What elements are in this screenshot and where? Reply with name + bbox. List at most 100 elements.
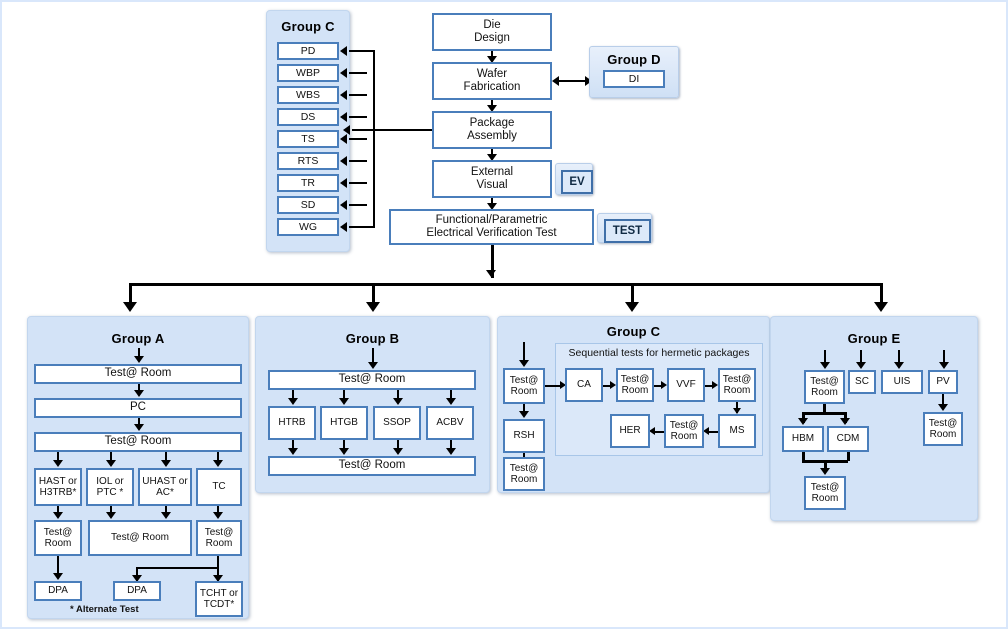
groupe-esd-test-room[interactable]: Test@ Room <box>804 476 846 510</box>
chip-test-inner[interactable]: TEST <box>604 219 651 243</box>
groupc-item-ds[interactable]: DS <box>277 108 339 126</box>
groupa-test-room-2[interactable]: Test@ Room <box>34 432 242 452</box>
branch-to-group-e <box>880 283 883 309</box>
groupe-hbm[interactable]: HBM <box>782 426 824 452</box>
wafer-fab-line1: Wafer <box>476 67 508 80</box>
connector-groupa-branch-v <box>136 567 138 581</box>
groupa-dpa-mid[interactable]: DPA <box>113 581 161 601</box>
connector-groupe-split-h <box>802 412 846 415</box>
connector-seq-vvf-to-tr <box>705 385 714 387</box>
box-functional-test[interactable]: Functional/Parametric Electrical Verific… <box>389 209 594 245</box>
groupa-stress-uhast[interactable]: UHAST or AC* <box>138 468 192 506</box>
connector-groupa-iol-down <box>110 506 112 516</box>
groupc-seq-test-room-1[interactable]: Test@ Room <box>616 368 654 402</box>
groupe-pv[interactable]: PV <box>928 370 958 394</box>
arrowhead-group-b <box>366 302 380 312</box>
groupb-test-htgb[interactable]: HTGB <box>320 406 368 440</box>
wafer-fab-line2: Fabrication <box>463 81 521 93</box>
arrowhead-die-to-wafer <box>487 56 497 63</box>
arrowhead-pkg-to-ev <box>487 154 497 161</box>
external-visual-line2: Visual <box>476 179 508 191</box>
groupc-seq-vvf[interactable]: VVF <box>667 368 705 402</box>
connector-groupc-wbp <box>349 72 367 74</box>
connector-groupe-entry-4 <box>943 350 945 366</box>
box-external-visual[interactable]: External Visual <box>432 160 552 198</box>
subframe-label: Sequential tests for hermetic packages <box>568 347 750 359</box>
groupc-item-wbp[interactable]: WBP <box>277 64 339 82</box>
groupc-left-test-room-2[interactable]: Test@ Room <box>503 457 545 491</box>
groupc-seq-ms[interactable]: MS <box>718 414 756 448</box>
arrowhead-groupb-split-1 <box>288 398 298 405</box>
groupb-test-room-top[interactable]: Test@ Room <box>268 370 476 390</box>
connector-groupb-join-3 <box>397 440 399 452</box>
groupc-seq-tr3-line1: Test@ <box>669 419 699 431</box>
groupc-seq-ca[interactable]: CA <box>565 368 603 402</box>
groupc-item-pd[interactable]: PD <box>277 42 339 60</box>
connector-seq-ca-to-tr <box>603 385 612 387</box>
groupa-tcht[interactable]: TCHT or TCDT* <box>195 581 243 617</box>
chip-ev-inner[interactable]: EV <box>561 170 593 194</box>
groupa-stress-hast[interactable]: HAST or H3TRB* <box>34 468 82 506</box>
connector-groupc-spine <box>373 50 375 228</box>
arrowhead-seq-ms <box>733 408 741 414</box>
groupe-pv-test-room[interactable]: Test@ Room <box>923 412 963 446</box>
groupe-sc[interactable]: SC <box>848 370 876 394</box>
group-c-bottom-title: Group C <box>606 324 661 339</box>
groupb-test-acbv[interactable]: ACBV <box>426 406 474 440</box>
box-package-assembly[interactable]: Package Assembly <box>432 111 552 149</box>
groupe-test-room-top[interactable]: Test@ Room <box>804 370 845 404</box>
connector-groupe-entry-1 <box>824 350 826 366</box>
groupa-stress-hast-line2: H3TRB* <box>39 487 77 498</box>
groupd-item-di[interactable]: DI <box>603 70 665 88</box>
groupa-dpa-left[interactable]: DPA <box>34 581 82 601</box>
groupc-item-rts[interactable]: RTS <box>277 152 339 170</box>
groupa-test-room-mid[interactable]: Test@ Room <box>88 520 192 556</box>
connector-groupa-title-to-tr1 <box>138 348 140 360</box>
groupe-cdm[interactable]: CDM <box>827 426 869 452</box>
arrowhead-groupc-sd <box>340 200 347 210</box>
box-die-design[interactable]: Die Design <box>432 13 552 51</box>
arrowhead-group-c <box>625 302 639 312</box>
group-c-top-title: Group C <box>281 19 335 34</box>
arrowhead-seq-vvf <box>661 381 667 389</box>
groupa-pc[interactable]: PC <box>34 398 242 418</box>
groupa-test-room-left[interactable]: Test@ Room <box>34 520 82 556</box>
groupe-esd-tr-line2: Room <box>811 493 839 504</box>
external-visual-line1: External <box>470 165 514 178</box>
groupe-pv-tr-line2: Room <box>929 429 957 440</box>
connector-die-to-wafer <box>491 51 493 59</box>
groupc-seq-test-room-2[interactable]: Test@ Room <box>718 368 756 402</box>
distribution-bus <box>130 283 882 286</box>
chip-ev-panel: EV <box>555 163 593 195</box>
connector-seq-ms-to-tr <box>709 431 718 433</box>
groupc-item-sd[interactable]: SD <box>277 196 339 214</box>
groupa-stress-iol[interactable]: IOL or PTC * <box>86 468 134 506</box>
groupb-test-room-bottom[interactable]: Test@ Room <box>268 456 476 476</box>
groupc-left-test-room-1[interactable]: Test@ Room <box>503 368 545 404</box>
chip-test-panel: TEST <box>597 213 652 243</box>
connector-groupa-split-4 <box>217 452 219 464</box>
arrowhead-groupb-split-3 <box>393 398 403 405</box>
box-wafer-fabrication[interactable]: Wafer Fabrication <box>432 62 552 100</box>
groupb-test-htrb[interactable]: HTRB <box>268 406 316 440</box>
groupc-seq-her[interactable]: HER <box>610 414 650 448</box>
connector-groupb-split-4 <box>450 390 452 402</box>
connector-groupc-entry <box>523 342 525 364</box>
arrowhead-groupb-split-4 <box>446 398 456 405</box>
groupc-item-ts[interactable]: TS <box>277 130 339 148</box>
arrowhead-wafer-to-pkg <box>487 105 497 112</box>
groupa-stress-tc[interactable]: TC <box>196 468 242 506</box>
func-test-line1: Functional/Parametric <box>435 213 548 226</box>
branch-to-group-b <box>372 283 375 309</box>
connector-wafer-to-pkg <box>491 100 493 108</box>
groupa-test-room-1[interactable]: Test@ Room <box>34 364 242 384</box>
groupc-item-tr[interactable]: TR <box>277 174 339 192</box>
groupa-stress-tc-label: TC <box>212 481 226 493</box>
groupc-item-wg[interactable]: WG <box>277 218 339 236</box>
groupa-test-room-right[interactable]: Test@ Room <box>196 520 242 556</box>
groupe-uis[interactable]: UIS <box>881 370 923 394</box>
groupb-test-ssop[interactable]: SSOP <box>373 406 421 440</box>
groupc-left-rsh[interactable]: RSH <box>503 419 545 453</box>
groupc-item-wbs[interactable]: WBS <box>277 86 339 104</box>
groupc-seq-test-room-3[interactable]: Test@ Room <box>664 414 704 448</box>
